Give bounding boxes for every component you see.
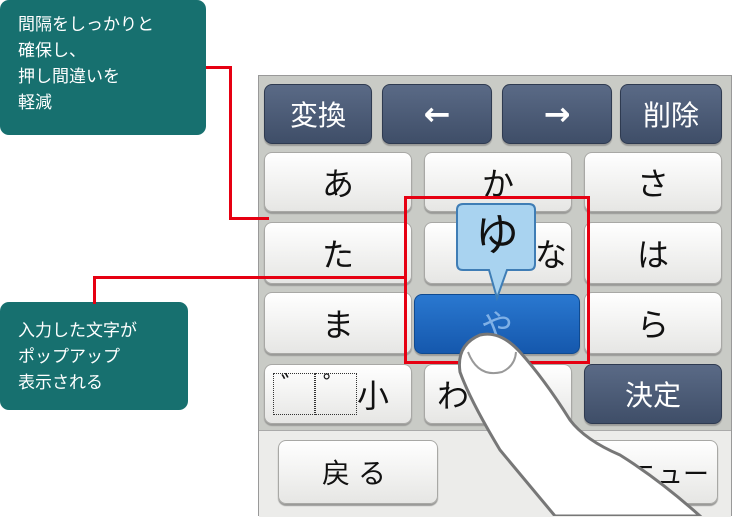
key-ma[interactable]: ま xyxy=(264,292,412,354)
key-confirm[interactable]: 決定 xyxy=(584,364,722,424)
key-delete[interactable]: 削除 xyxy=(620,84,722,144)
key-a[interactable]: あ xyxy=(264,152,412,212)
connector-line xyxy=(93,276,406,279)
key-ra[interactable]: ら xyxy=(584,292,722,354)
key-modifiers[interactable]: ゛゜小 xyxy=(264,364,412,424)
connector-line xyxy=(206,66,232,69)
connector-line xyxy=(229,66,232,220)
key-henkan[interactable]: 変換 xyxy=(264,84,372,144)
back-button[interactable]: 戻る xyxy=(278,440,438,504)
key-ta[interactable]: た xyxy=(264,222,412,284)
key-handakuten[interactable]: ゜ xyxy=(315,373,357,415)
key-left-arrow[interactable]: ← xyxy=(382,84,492,144)
key-ha[interactable]: は xyxy=(584,222,722,284)
popup-character: ゆ xyxy=(475,210,519,261)
key-small[interactable]: 小 xyxy=(357,377,390,415)
callout-spacing: 間隔をしっかりと 確保し、 押し間違いを 軽減 xyxy=(0,0,206,135)
connector-line xyxy=(229,217,269,220)
key-sa[interactable]: さ xyxy=(584,152,722,212)
key-na-label: な xyxy=(534,236,567,274)
callout-popup: 入力した文字が ポップアップ 表示される xyxy=(0,302,188,410)
popup-bubble xyxy=(456,203,536,302)
key-ya-active[interactable]: や xyxy=(414,294,580,354)
connector-line xyxy=(93,276,96,304)
key-right-arrow[interactable]: → xyxy=(502,84,612,144)
key-dakuten[interactable]: ゛ xyxy=(273,373,315,415)
